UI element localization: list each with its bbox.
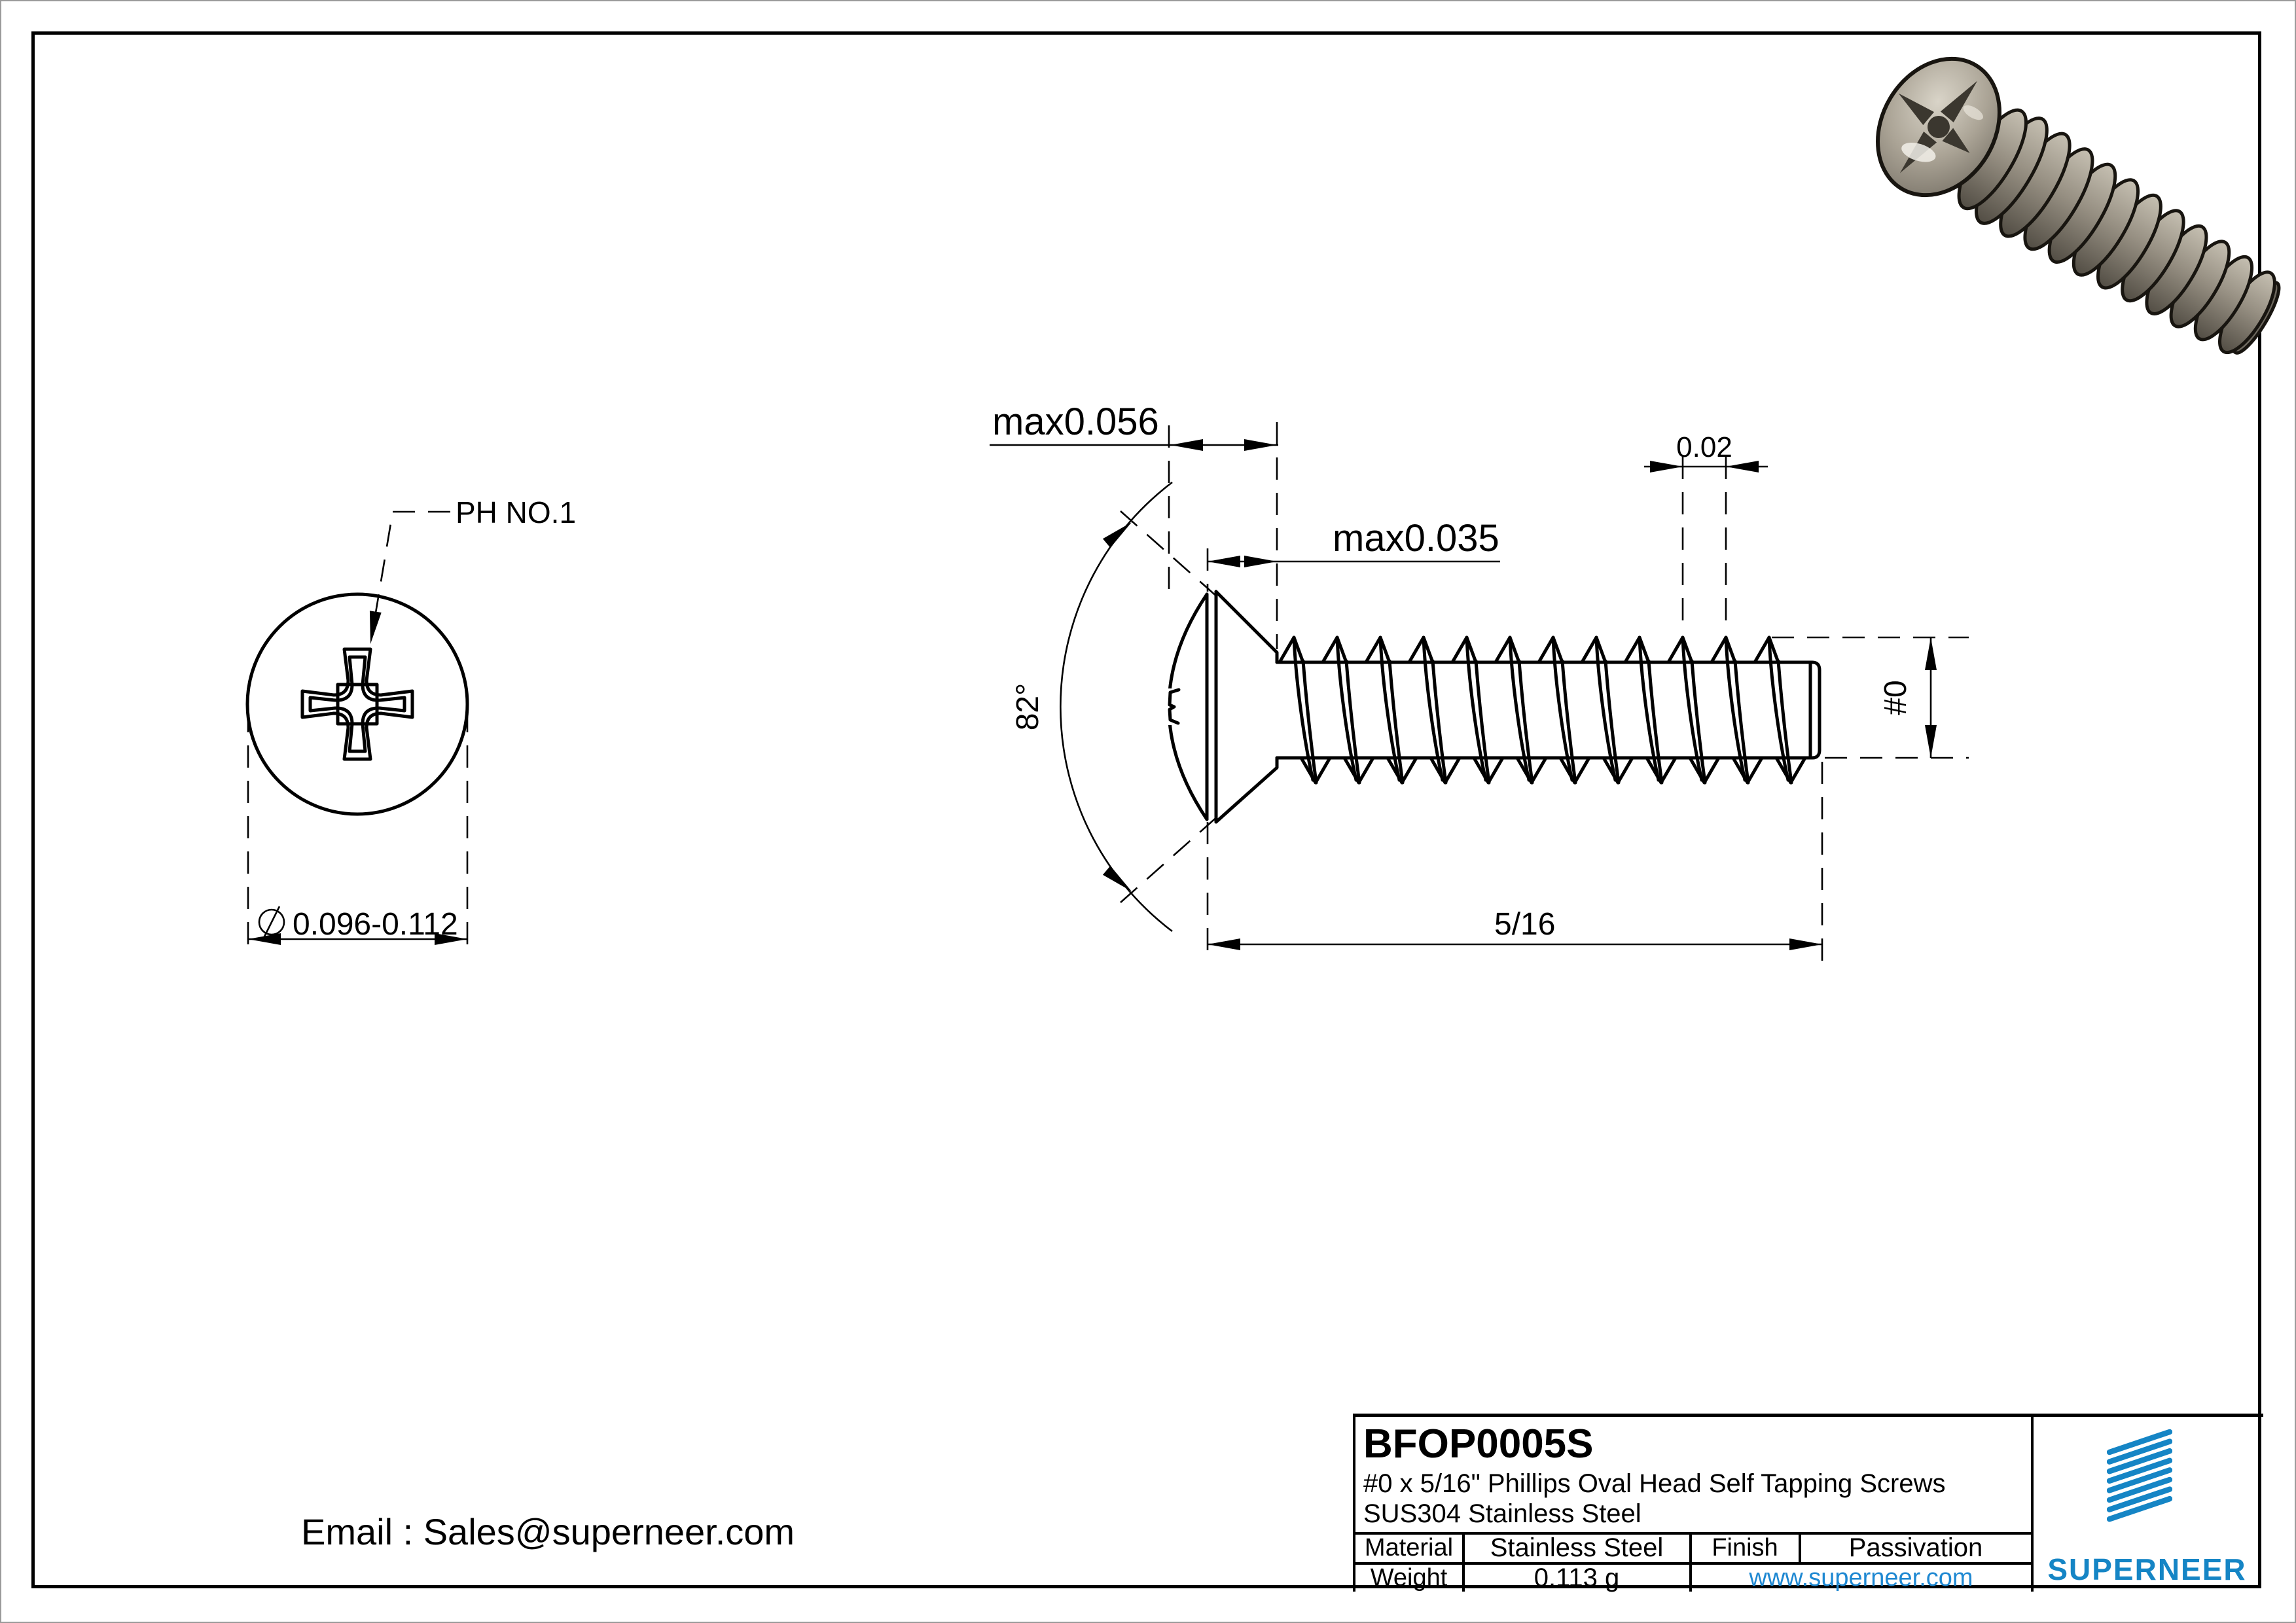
weight-value: 0.113 g <box>1534 1563 1620 1592</box>
drive-label: PH NO.1 <box>456 495 576 529</box>
title-block: BFOP0005S #0 x 5/16" Phillips Oval Head … <box>1353 1414 2263 1592</box>
logo-divider-line <box>2031 1414 2034 1592</box>
superneer-logo-icon <box>2107 1429 2172 1522</box>
col-line-3 <box>1799 1532 1801 1562</box>
col-line-2 <box>1689 1532 1692 1592</box>
description-line-1: #0 x 5/16" Phillips Oval Head Self Tappi… <box>1363 1469 1946 1498</box>
drive-leader <box>371 510 450 633</box>
head-outline <box>245 592 469 816</box>
title-block-left-line <box>1353 1414 1355 1592</box>
finish-label: Finish <box>1712 1534 1778 1561</box>
phillips-cross-outer <box>300 647 414 761</box>
finish-value: Passivation <box>1848 1533 1983 1562</box>
phillips-cross-inner <box>308 655 406 753</box>
weight-label: Weight <box>1370 1563 1448 1592</box>
website-link[interactable]: www.superneer.com <box>1749 1563 1973 1592</box>
gauge-dim: #0 <box>1878 680 1913 715</box>
email-text: Email : Sales@superneer.com <box>301 1511 795 1552</box>
dome-height-dim: max0.035 <box>1333 517 1499 560</box>
pitch-dim: 0.02 <box>1676 431 1732 463</box>
top-view: PH NO.1 0.096-0.112 <box>245 495 576 954</box>
desc-bottom-line <box>1353 1532 2034 1535</box>
description-line-2: SUS304 Stainless Steel <box>1363 1499 1641 1528</box>
material-value: Stainless Steel <box>1490 1533 1664 1562</box>
diameter-symbol <box>258 906 285 938</box>
angle-dim: 82° <box>1011 683 1045 731</box>
thread-teeth-bottom <box>1301 758 1805 783</box>
title-block-top-line <box>1353 1414 2263 1417</box>
brand-name: SUPERNEER <box>2047 1552 2247 1586</box>
phillips-center-square <box>336 683 379 726</box>
length-dim: 5/16 <box>1494 907 1555 942</box>
head-diameter-dim: 0.096-0.112 <box>293 907 458 942</box>
screw-photo <box>1876 56 2281 355</box>
side-view: max0.056 max0.035 0.02 82° #0 <box>990 401 1969 962</box>
col-line-1 <box>1462 1532 1465 1592</box>
material-label: Material <box>1364 1534 1454 1561</box>
head-total-dim: max0.056 <box>992 401 1159 443</box>
row-divider-line <box>1353 1562 2034 1565</box>
phillips-recess-photo <box>1898 80 1978 173</box>
thread-teeth-top <box>1280 637 1778 662</box>
part-number: BFOP0005S <box>1363 1421 1594 1467</box>
